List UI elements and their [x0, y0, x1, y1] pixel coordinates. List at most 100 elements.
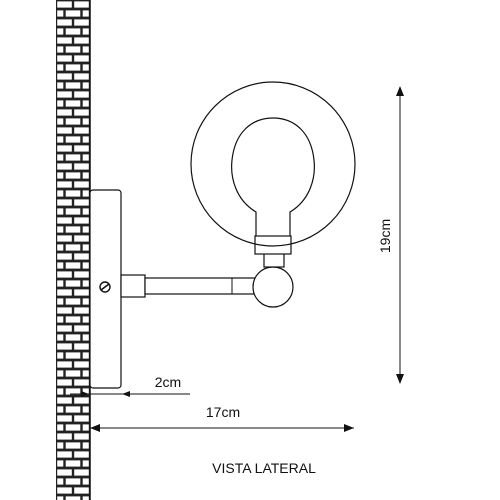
brick: [65, 64, 81, 71]
height-dimension: 19cm: [377, 86, 404, 384]
socket-stem: [263, 252, 285, 268]
brick: [57, 190, 64, 197]
brick: [82, 100, 89, 107]
brick: [57, 181, 72, 188]
brick: [82, 64, 89, 71]
brick: [65, 280, 81, 287]
brick: [65, 244, 81, 251]
brick: [74, 181, 89, 188]
brick: [65, 370, 81, 377]
joint-ball: [252, 266, 294, 308]
brick: [65, 28, 81, 35]
brick: [57, 46, 64, 53]
brick: [74, 325, 89, 332]
brick: [57, 154, 64, 161]
brick: [82, 46, 89, 53]
brick: [57, 325, 72, 332]
brick: [82, 280, 89, 287]
brick: [57, 37, 72, 44]
depth-label: 17cm: [206, 404, 240, 420]
brick: [57, 199, 72, 206]
brick: [57, 118, 64, 125]
brick-wall: [56, 0, 91, 500]
brick: [82, 208, 89, 215]
brick: [65, 424, 81, 431]
brick: [82, 496, 89, 500]
brick: [57, 469, 72, 476]
brick: [74, 163, 89, 170]
brick: [74, 253, 89, 260]
brick: [65, 118, 81, 125]
brick: [82, 316, 89, 323]
brick: [65, 406, 81, 413]
base-dimension: 2cm: [70, 374, 190, 400]
height-label: 19cm: [377, 219, 393, 253]
brick: [57, 433, 72, 440]
brick: [65, 262, 81, 269]
brick: [57, 370, 64, 377]
brick: [82, 442, 89, 449]
brick: [65, 172, 81, 179]
brick: [65, 334, 81, 341]
brick: [65, 190, 81, 197]
brick: [57, 208, 64, 215]
brick: [57, 163, 72, 170]
brick: [65, 496, 81, 500]
brick: [74, 487, 89, 494]
brick: [82, 388, 89, 395]
brick: [82, 118, 89, 125]
brick: [57, 442, 64, 449]
brick: [57, 235, 72, 242]
brick: [82, 460, 89, 467]
brick: [82, 28, 89, 35]
brick: [57, 334, 64, 341]
brick: [82, 298, 89, 305]
brick: [74, 217, 89, 224]
brick: [74, 397, 89, 404]
brick: [74, 55, 89, 62]
brick: [74, 271, 89, 278]
brick: [57, 136, 64, 143]
brick: [74, 307, 89, 314]
brick: [65, 46, 81, 53]
brick: [57, 91, 72, 98]
brick: [57, 253, 72, 260]
brick: [57, 172, 64, 179]
brick: [57, 478, 64, 485]
brick: [57, 226, 64, 233]
bulb: [231, 117, 315, 236]
brick: [57, 280, 64, 287]
brick: [74, 379, 89, 386]
brick: [82, 82, 89, 89]
brick: [65, 154, 81, 161]
brick: [57, 352, 64, 359]
brick: [65, 478, 81, 485]
brick: [74, 91, 89, 98]
brick: [57, 451, 72, 458]
brick: [74, 73, 89, 80]
brick: [82, 190, 89, 197]
brick: [57, 316, 64, 323]
brick: [82, 352, 89, 359]
brick: [65, 442, 81, 449]
brick: [57, 298, 64, 305]
depth-dimension: 17cm: [90, 404, 354, 432]
glass-globe: [190, 81, 356, 247]
brick: [65, 388, 81, 395]
brick: [82, 262, 89, 269]
brick: [65, 100, 81, 107]
brick: [65, 10, 81, 17]
brick: [57, 73, 72, 80]
brick: [82, 406, 89, 413]
brick: [57, 415, 72, 422]
brick: [57, 64, 64, 71]
brick: [82, 10, 89, 17]
brick: [57, 109, 72, 116]
brick: [74, 469, 89, 476]
brick: [65, 316, 81, 323]
brick: [57, 82, 64, 89]
brick: [57, 406, 64, 413]
base-label: 2cm: [155, 374, 181, 390]
brick: [57, 388, 64, 395]
